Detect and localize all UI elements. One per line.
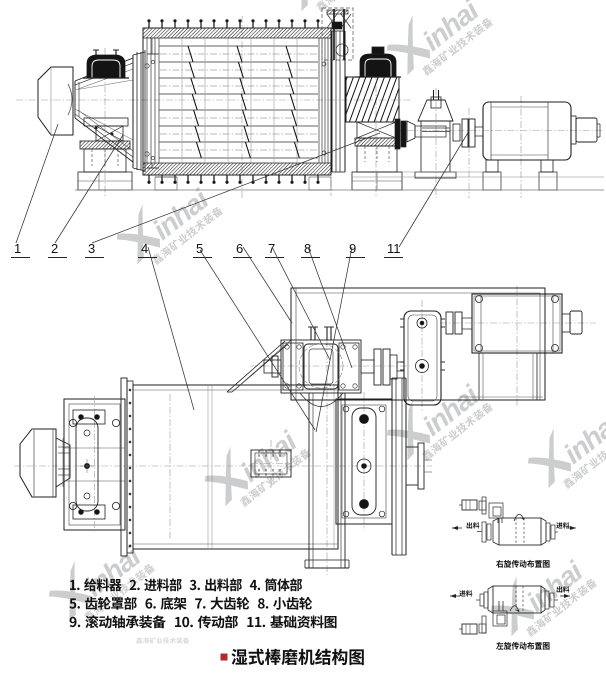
svg-text:3: 3 xyxy=(88,241,95,256)
svg-text:8: 8 xyxy=(304,241,311,256)
svg-text:4: 4 xyxy=(141,241,148,256)
svg-text:11: 11 xyxy=(387,241,401,256)
svg-text:7: 7 xyxy=(268,241,275,256)
svg-text:6: 6 xyxy=(236,241,243,256)
svg-text:5: 5 xyxy=(196,241,203,256)
svg-text:9: 9 xyxy=(349,241,356,256)
svg-text:2: 2 xyxy=(51,241,58,256)
svg-text:1: 1 xyxy=(14,241,21,256)
